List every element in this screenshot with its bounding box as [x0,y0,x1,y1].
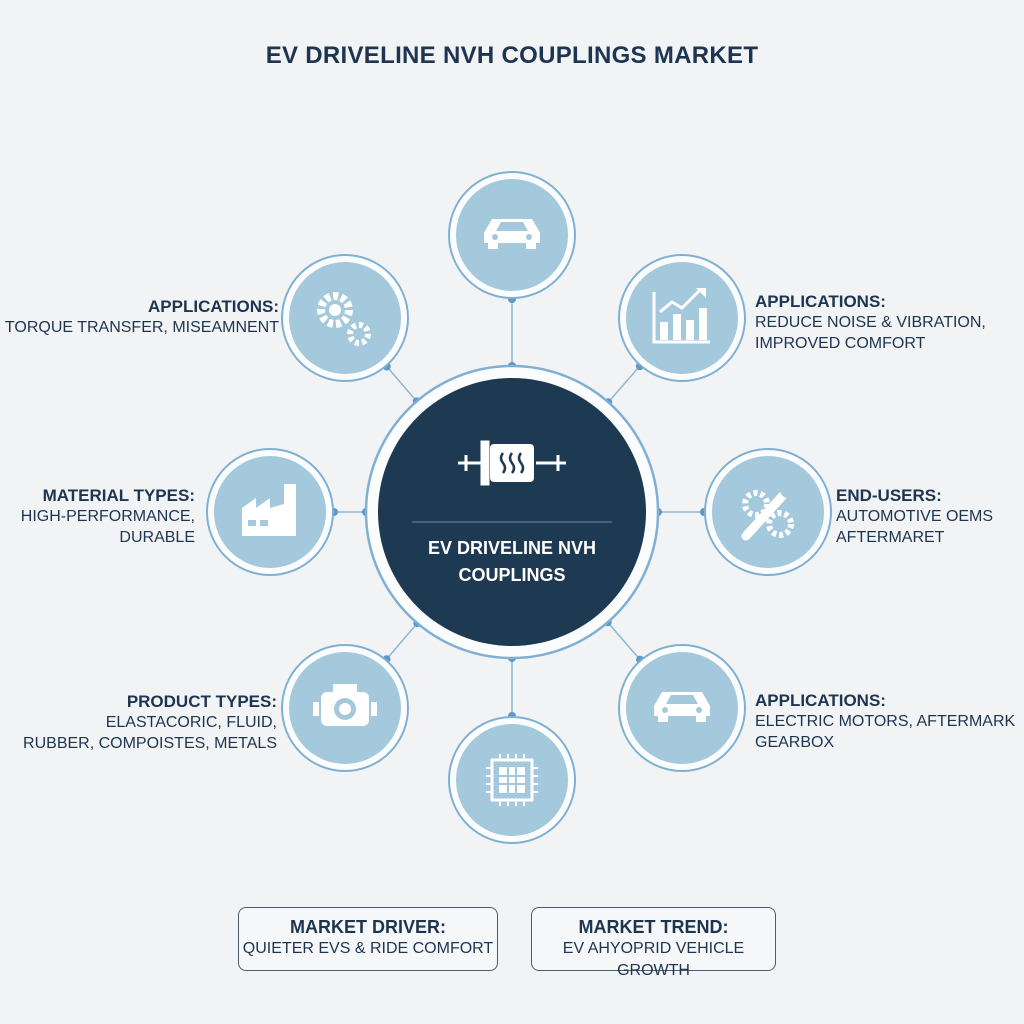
label-heading: PRODUCT TYPES: [126,692,277,711]
label-line: GEARBOX [755,734,835,751]
node-top-right [618,254,746,382]
label-heading: MATERIAL TYPES: [42,486,195,505]
car-icon [654,692,710,722]
coupling-heat-icon [458,440,566,486]
node-right [704,448,832,576]
label-line: HIGH-PERFORMANCE, [20,508,195,525]
label-line: DURABLE [119,529,195,546]
connector-line [607,621,641,661]
label-right: END-USERS: AUTOMOTIVE OEMS AFTERMARET [836,485,993,548]
node-left [206,448,334,576]
page-title: EV DRIVELINE NVH COUPLINGS MARKET [265,42,759,69]
growth-chart-icon [652,288,710,344]
node-bottom-left [281,644,409,772]
label-top-right: APPLICATIONS: REDUCE NOISE & VIBRATION, … [755,291,986,354]
node-bottom-right [618,644,746,772]
label-heading: APPLICATIONS: [148,297,279,316]
connector-line [385,622,418,660]
center-label: EV DRIVELINE NVH COUPLINGS [412,535,612,589]
node-top-left [281,254,409,382]
gears-icon [317,292,371,346]
label-line: ELASTACORIC, FLUID, [105,714,277,731]
label-heading: APPLICATIONS: [755,691,886,710]
connector-line [386,366,418,402]
box-heading: MARKET TREND: [578,917,729,937]
factory-icon [242,484,296,536]
connector-line [607,365,641,403]
wrench-gear-icon [741,482,796,541]
label-top-left: APPLICATIONS: TORQUE TRANSFER, MISEAMNEN… [5,296,279,338]
label-line: AUTOMOTIVE OEMS [836,508,994,525]
label-line: ELECTRIC MOTORS, AFTERMARK [755,713,1016,730]
market-driver-box: MARKET DRIVER: QUIETER EVS & RIDE COMFOR… [238,907,498,971]
label-bottom-right: APPLICATIONS: ELECTRIC MOTORS, AFTERMARK… [755,690,1015,753]
center-label-line2: COUPLINGS [458,565,566,585]
label-line: TORQUE TRANSFER, MISEAMNENT [4,319,279,336]
node-bottom [448,716,576,844]
label-line: AFTERMARET [836,529,945,546]
label-bottom-left: PRODUCT TYPES: ELASTACORIC, FLUID, RUBBE… [23,691,277,754]
engine-icon [313,684,377,726]
box-text: QUIETER EVS & RIDE COMFORT [242,940,494,957]
chip-icon [486,754,538,806]
label-heading: END-USERS: [836,486,942,505]
label-line: RUBBER, COMPOISTES, METALS [23,735,277,752]
center-hub [364,364,660,660]
market-trend-box: MARKET TREND: EV AHYOPRID VEHICLE GROWTH [531,907,776,979]
box-text: EV AHYOPRID VEHICLE GROWTH [562,940,745,979]
label-line: REDUCE NOISE & VIBRATION, [755,314,986,331]
center-label-line1: EV DRIVELINE NVH [427,538,597,558]
label-heading: APPLICATIONS: [755,292,886,311]
node-top [448,171,576,299]
label-left: MATERIAL TYPES: HIGH-PERFORMANCE, DURABL… [21,485,195,548]
label-line: IMPROVED COMFORT [755,335,926,352]
car-icon [484,219,540,249]
box-heading: MARKET DRIVER: [290,917,446,937]
